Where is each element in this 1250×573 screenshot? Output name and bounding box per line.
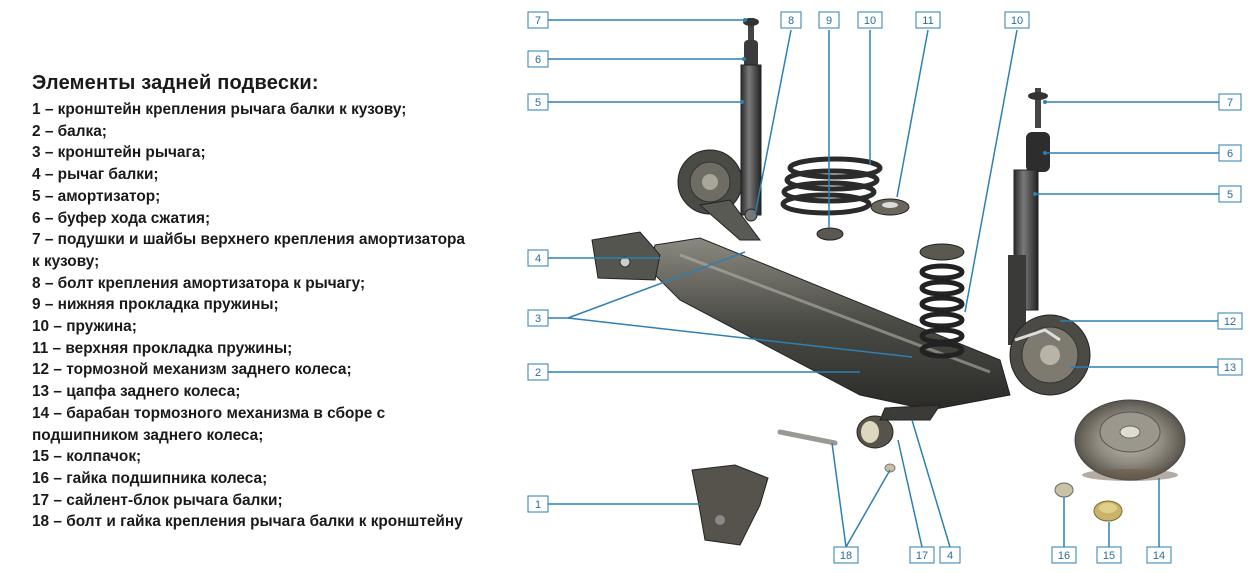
svg-text:1: 1	[535, 499, 541, 511]
svg-text:17: 17	[916, 550, 928, 562]
svg-text:8: 8	[788, 15, 794, 27]
legend: Элементы задней подвески: 1 – кронштейн …	[32, 72, 552, 533]
legend-item: 7 – подушки и шайбы верхнего крепления а…	[32, 231, 465, 249]
callout-7-right: 7	[1218, 93, 1242, 111]
svg-text:12: 12	[1224, 316, 1236, 328]
svg-text:6: 6	[535, 54, 541, 66]
legend-item: 10 – пружина;	[32, 318, 137, 336]
legend-item: 13 – цапфа заднего колеса;	[32, 383, 241, 401]
svg-text:10: 10	[864, 15, 876, 27]
svg-text:14: 14	[1153, 550, 1165, 562]
callout-1: 1	[527, 495, 549, 513]
legend-item: 18 – болт и гайка крепления рычага балки…	[32, 513, 463, 531]
svg-text:13: 13	[1224, 362, 1236, 374]
callout-5-right: 5	[1218, 185, 1242, 203]
left-bracket	[591, 231, 661, 281]
bearing-nut	[1054, 482, 1074, 498]
lower-spring-pad-left	[816, 227, 844, 241]
callout-13: 13	[1217, 358, 1243, 376]
svg-text:2: 2	[535, 367, 541, 379]
right-spring	[919, 263, 965, 359]
leader-dots	[740, 18, 1047, 196]
svg-text:10: 10	[1011, 15, 1023, 27]
legend-item: 5 – амортизатор;	[32, 187, 161, 205]
left-shock-body	[740, 64, 762, 216]
beam-bracket	[691, 464, 769, 546]
svg-text:15: 15	[1103, 550, 1115, 562]
leader-lines	[548, 19, 1220, 548]
legend-title: Элементы задней подвески:	[32, 72, 319, 94]
svg-text:4: 4	[947, 550, 953, 562]
callout-10-top-left: 10	[857, 11, 883, 29]
callout-3: 3	[527, 309, 549, 327]
callout-6-left: 6	[527, 50, 549, 68]
legend-item: 1 – кронштейн крепления рычага балки к к…	[32, 101, 407, 118]
legend-item: 8 – болт крепления амортизатора к рычагу…	[32, 274, 366, 292]
left-spring	[780, 156, 883, 216]
bolt	[777, 429, 838, 446]
svg-text:18: 18	[840, 550, 852, 562]
callout-6-right: 6	[1218, 144, 1242, 162]
legend-item: 12 – тормозной механизм заднего колеса;	[32, 361, 352, 379]
left-shock-rod	[748, 18, 754, 48]
callout-12: 12	[1217, 312, 1243, 330]
callout-4-left: 4	[527, 249, 549, 267]
callout-11: 11	[915, 11, 941, 29]
svg-text:9: 9	[826, 15, 832, 27]
svg-text:5: 5	[535, 97, 541, 109]
callout-5-left: 5	[527, 93, 549, 111]
legend-item: 2 – балка;	[32, 122, 107, 140]
svg-text:16: 16	[1058, 550, 1070, 562]
legend-item: подшипником заднего колеса;	[32, 426, 264, 444]
legend-item: 9 – нижняя прокладка пружины;	[32, 296, 279, 314]
callout-10-top-right: 10	[1004, 11, 1030, 29]
legend-item: 3 – кронштейн рычага;	[32, 144, 206, 162]
legend-item: 17 – сайлент-блок рычага балки;	[32, 491, 283, 509]
callout-15: 15	[1096, 546, 1122, 564]
legend-item: к кузову;	[32, 252, 100, 270]
callout-9: 9	[818, 11, 840, 29]
callout-4-bottom: 4	[939, 546, 961, 564]
svg-text:7: 7	[1227, 97, 1233, 109]
legend-item: 15 – колпачок;	[32, 448, 142, 466]
legend-item: 11 – верхняя прокладка пружины;	[32, 339, 293, 357]
callout-17: 17	[909, 546, 935, 564]
legend-item: 14 – барабан тормозного механизма в сбор…	[32, 404, 386, 422]
callout-8: 8	[780, 11, 802, 29]
svg-text:4: 4	[535, 253, 541, 265]
svg-text:6: 6	[1227, 148, 1233, 160]
callout-2: 2	[527, 363, 549, 381]
callout-7-left: 7	[527, 11, 549, 29]
legend-item: 16 – гайка подшипника колеса;	[32, 469, 268, 487]
legend-item: 6 – буфер хода сжатия;	[32, 209, 211, 227]
callout-18: 18	[833, 546, 859, 564]
svg-text:11: 11	[922, 15, 933, 27]
legend-item: 4 – рычаг балки;	[32, 166, 159, 184]
svg-text:5: 5	[1227, 189, 1233, 201]
callout-14: 14	[1146, 546, 1172, 564]
callout-16: 16	[1051, 546, 1077, 564]
svg-text:3: 3	[535, 313, 541, 325]
svg-text:7: 7	[535, 15, 541, 27]
beam-highlight	[679, 253, 991, 374]
